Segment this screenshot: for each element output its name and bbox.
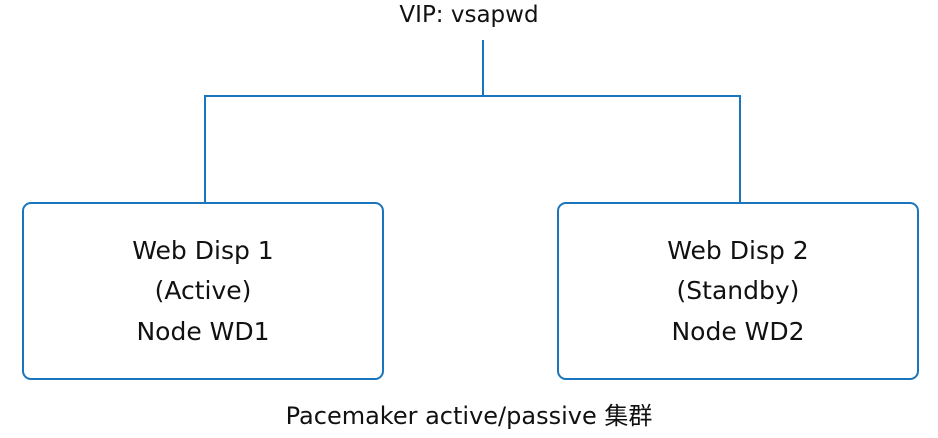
node-box-web-disp-1: Web Disp 1 (Active) Node WD1 <box>22 202 384 380</box>
node-id: Node WD1 <box>136 316 270 346</box>
diagram-caption: Pacemaker active/passive 集群 <box>285 402 653 430</box>
connector-horizontal-bar <box>204 95 741 97</box>
connector-drop-right <box>739 95 741 203</box>
node-box-web-disp-2: Web Disp 2 (Standby) Node WD2 <box>557 202 919 380</box>
node-title: Web Disp 1 <box>132 235 274 265</box>
vip-label: VIP: vsapwd <box>399 2 539 28</box>
node-state: (Active) <box>154 276 252 306</box>
node-state: (Standby) <box>676 276 800 306</box>
connector-vip-stem <box>482 40 484 96</box>
node-id: Node WD2 <box>671 316 805 346</box>
connector-drop-left <box>204 95 206 203</box>
node-title: Web Disp 2 <box>667 235 809 265</box>
